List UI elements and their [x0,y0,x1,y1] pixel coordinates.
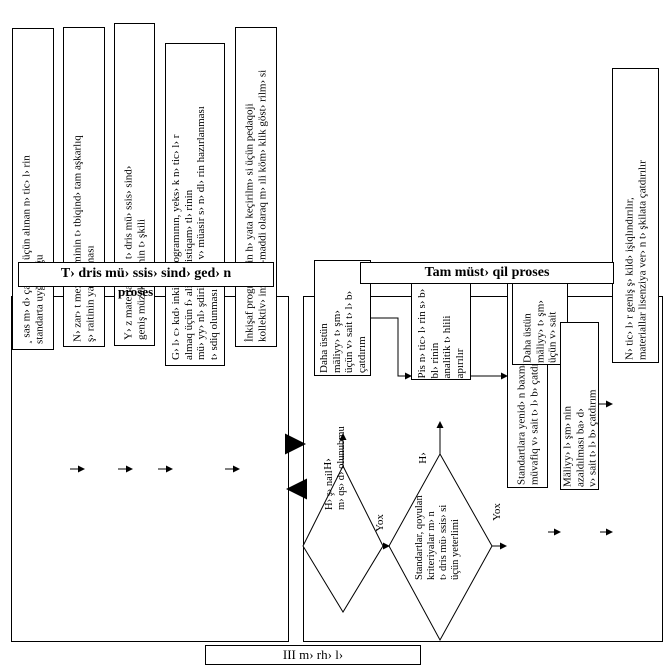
left-box-discussion: Y› z materialların t› dris mü› ssis› sin… [114,23,155,346]
stage-header-text: III m› rh› l› [282,647,344,662]
header-independent-process: Tam müst› qil proses [360,262,614,284]
label-no-2: Yox [490,503,503,521]
decision-diamond-1 [302,464,384,613]
header-teacher-process-2: proses [118,284,154,299]
label-yes-2: H› [416,452,429,464]
label-yes-1: H› [321,458,334,470]
left-box-support: İnkişaf programinin h› yata keçirilm› si… [235,27,277,347]
header-teacher-process-text: T› dris mü› ssis› sind› ged› n [60,266,232,281]
right-box-analytic: Pis n› tic› l› rin s› b› bl› rinin anali… [411,281,471,380]
header-independent-process-text: Tam müst› qil proses [424,265,550,280]
label-no-1: Yox [373,514,386,532]
left-stage-frame [11,296,289,642]
header-teacher-process: T› dris mü› ssis› sind› ged› n [18,262,274,287]
left-box-development-program: G› l› c› kıd› inkişaf programının, yeks›… [165,43,225,366]
right-box-licensing: N› tic› l› r geniş ş› kild› işiqlındırıl… [612,68,659,363]
stage-header: III m› rh› l› [205,645,421,665]
left-box-transparency: N› zar› t mexanizminin t› tbiqind› tam a… [63,27,105,347]
left-box-standard-compliance: ¸ sas m› d› çatmaq üçün alınan n› tic› l… [12,28,54,350]
right-box-budget: Daha üstün mäliyy› t› şm› üçün v› sait [512,283,568,365]
flow-line-1 [371,317,412,380]
decision-diamond-2 [388,452,493,642]
right-box-finance: Mäliyy› l› şm› nin azaldılması ba› d› v›… [560,322,599,490]
